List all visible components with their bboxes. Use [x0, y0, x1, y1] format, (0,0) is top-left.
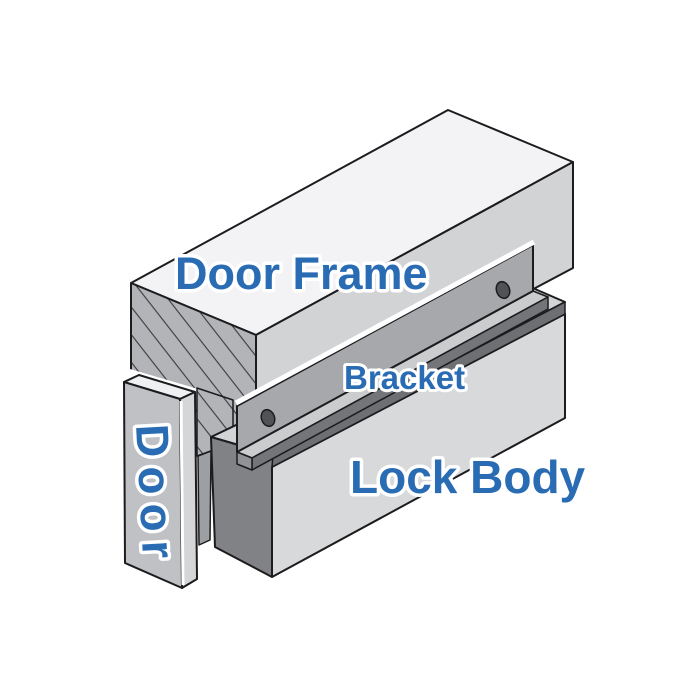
door-front-face — [123, 381, 183, 589]
door-label: Door — [126, 423, 185, 569]
door-edge-highlight — [179, 400, 185, 586]
bracket-part — [234, 239, 549, 471]
bracket-foot-end-face — [236, 451, 253, 471]
door-part — [123, 374, 198, 589]
jamb-strip-lower-face — [197, 450, 212, 546]
screw-hole-right — [495, 280, 511, 300]
bracket-label: Bracket — [344, 359, 465, 396]
lock-body-label: Lock Body — [350, 451, 586, 503]
screw-hole-left — [260, 408, 276, 428]
bracket-flange-highlight — [234, 239, 536, 406]
door-frame-label: Door Frame — [175, 248, 428, 299]
